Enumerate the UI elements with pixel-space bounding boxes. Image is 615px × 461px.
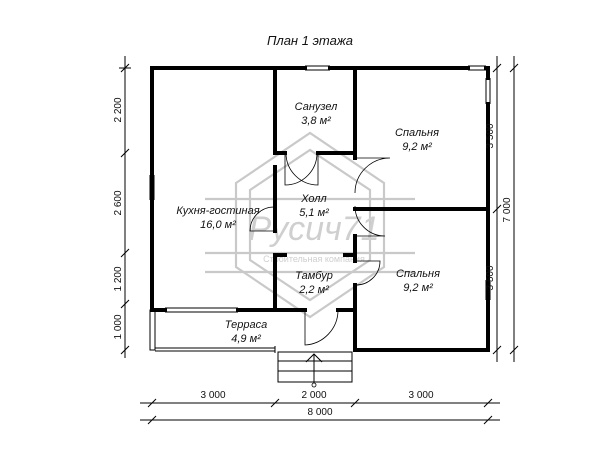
terrace-outline bbox=[149, 309, 276, 353]
watermark-tagline: Строительная компания bbox=[263, 254, 365, 264]
room-bedroom2-area: 9,2 м² bbox=[403, 282, 433, 294]
dim-left-4: 1 000 bbox=[113, 314, 124, 339]
dim-left-3: 1 200 bbox=[113, 266, 124, 291]
dim-right-1: 3 500 bbox=[485, 123, 496, 148]
room-kitchen-name: Кухня-гостиная bbox=[176, 205, 259, 217]
room-terrace-name: Терраса bbox=[225, 319, 267, 331]
room-vestibule-area: 2,2 м² bbox=[298, 284, 329, 296]
watermark: Русич71 Строительная компания bbox=[205, 131, 415, 319]
room-hall-area: 5,1 м² bbox=[299, 207, 329, 219]
dim-right-total: 7 000 bbox=[502, 197, 513, 222]
plan-title: План 1 этажа bbox=[267, 33, 353, 48]
room-labels: Санузел 3,8 м² Спальня 9,2 м² Кухня-гост… bbox=[176, 101, 440, 345]
walls bbox=[150, 66, 490, 352]
room-bedroom2-name: Спальня bbox=[396, 268, 440, 280]
room-bath-area: 3,8 м² bbox=[301, 115, 331, 127]
dim-bottom-1: 3 000 bbox=[200, 390, 225, 401]
room-kitchen-area: 16,0 м² bbox=[200, 219, 236, 231]
room-bedroom1-name: Спальня bbox=[395, 127, 439, 139]
door-swings bbox=[249, 152, 391, 346]
watermark-brand: Русич71 bbox=[248, 210, 379, 248]
dim-right-2: 3 500 bbox=[485, 265, 496, 290]
dimension-left: 2 200 2 600 1 200 1 000 bbox=[113, 56, 131, 358]
watermark-logo-icon bbox=[205, 131, 415, 319]
dimension-right: 3 500 3 500 7 000 bbox=[485, 56, 519, 362]
windows bbox=[149, 65, 491, 313]
room-terrace-area: 4,9 м² bbox=[231, 333, 261, 345]
entrance-stairs bbox=[277, 351, 353, 383]
room-bedroom1-area: 9,2 м² bbox=[402, 141, 432, 153]
dimension-bottom: 3 000 2 000 3 000 8 000 bbox=[140, 382, 500, 425]
room-bath-name: Санузел bbox=[295, 101, 338, 113]
dim-bottom-total: 8 000 bbox=[307, 407, 332, 418]
dim-left-1: 2 200 bbox=[113, 97, 124, 122]
room-hall-name: Холл bbox=[300, 193, 326, 205]
dim-left-2: 2 600 bbox=[113, 190, 124, 215]
room-vestibule-name: Тамбур bbox=[295, 270, 333, 282]
dim-bottom-3: 3 000 bbox=[408, 390, 433, 401]
dim-bottom-2: 2 000 bbox=[301, 390, 326, 401]
